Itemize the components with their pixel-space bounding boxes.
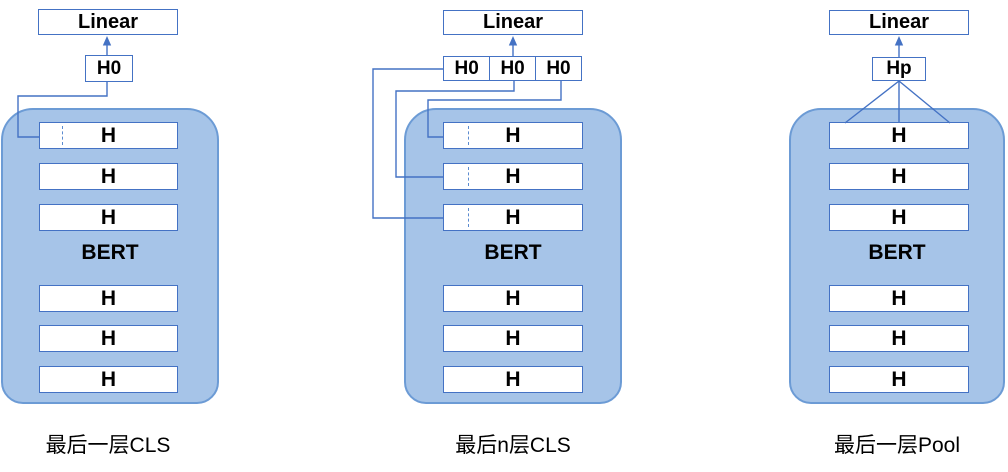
hidden-state-label: H xyxy=(505,286,521,310)
hidden-state-row: H xyxy=(39,325,178,352)
linear-label: Linear xyxy=(868,11,930,33)
hidden-state-label: H xyxy=(100,286,117,310)
bert-label: BERT xyxy=(484,241,542,264)
hidden-state-label: H xyxy=(100,164,117,188)
hidden-state-label: H xyxy=(100,367,117,391)
hidden-state-row: H xyxy=(443,285,583,312)
hidden-state-label: H xyxy=(100,205,117,229)
hidden-state-row: H xyxy=(443,366,583,393)
linear-box: Linear xyxy=(829,10,969,35)
hidden-state-label: H xyxy=(891,326,907,350)
hidden-state-row: H xyxy=(39,122,178,149)
pooled-output-box: H0 xyxy=(443,56,491,81)
pooled-output-label: H0 xyxy=(500,57,525,79)
hidden-state-row: H xyxy=(829,325,969,352)
hidden-state-row: H xyxy=(829,163,969,190)
pooled-output-label: Hp xyxy=(886,58,912,79)
arrow-up-icon xyxy=(102,36,112,56)
linear-label: Linear xyxy=(482,11,544,33)
hidden-state-label: H xyxy=(505,205,521,229)
hidden-state-row: H xyxy=(443,325,583,352)
hidden-state-row: H xyxy=(39,204,178,231)
pooled-output-box: H0 xyxy=(488,56,537,81)
panel-caption: 最后n层CLS xyxy=(455,434,571,457)
bert-container xyxy=(1,108,219,404)
hidden-state-row: H xyxy=(443,122,583,149)
hidden-state-row: H xyxy=(443,204,583,231)
hidden-state-label: H xyxy=(505,123,521,147)
linear-label: Linear xyxy=(77,10,139,33)
linear-box: Linear xyxy=(443,10,583,35)
hidden-state-row: H xyxy=(829,204,969,231)
bert-container xyxy=(789,108,1005,404)
pooled-output-box: H0 xyxy=(85,55,133,82)
hidden-state-label: H xyxy=(891,164,907,188)
arrow-up-icon xyxy=(508,36,518,56)
pooled-output-label: H0 xyxy=(96,57,122,79)
hidden-state-label: H xyxy=(505,326,521,350)
hidden-state-row: H xyxy=(39,285,178,312)
cls-separator xyxy=(468,208,469,227)
hidden-state-label: H xyxy=(505,367,521,391)
hidden-state-label: H xyxy=(891,367,907,391)
hidden-state-row: H xyxy=(829,122,969,149)
hidden-state-row: H xyxy=(39,366,178,393)
hidden-state-row: H xyxy=(829,285,969,312)
linear-box: Linear xyxy=(38,9,178,35)
cls-separator xyxy=(468,126,469,145)
hidden-state-row: H xyxy=(443,163,583,190)
hidden-state-label: H xyxy=(100,123,117,147)
panel-caption: 最后一层Pool xyxy=(833,434,961,457)
arrow-up-icon xyxy=(894,36,904,57)
hidden-state-label: H xyxy=(891,205,907,229)
pooled-output-box: H0 xyxy=(534,56,583,81)
hidden-state-row: H xyxy=(39,163,178,190)
pooled-output-label: H0 xyxy=(454,57,479,79)
hidden-state-label: H xyxy=(891,286,907,310)
pooled-output-label: H0 xyxy=(546,57,571,79)
bert-label: BERT xyxy=(868,241,926,264)
pooled-output-box: Hp xyxy=(872,57,926,81)
cls-separator xyxy=(468,167,469,186)
hidden-state-label: H xyxy=(505,164,521,188)
hidden-state-label: H xyxy=(891,123,907,147)
hidden-state-row: H xyxy=(829,366,969,393)
hidden-state-label: H xyxy=(100,326,117,350)
pooled-output-row: H0 H0 H0 xyxy=(443,56,583,81)
bert-label: BERT xyxy=(81,241,139,264)
cls-separator xyxy=(62,126,63,145)
panel-caption: 最后一层CLS xyxy=(45,434,171,457)
